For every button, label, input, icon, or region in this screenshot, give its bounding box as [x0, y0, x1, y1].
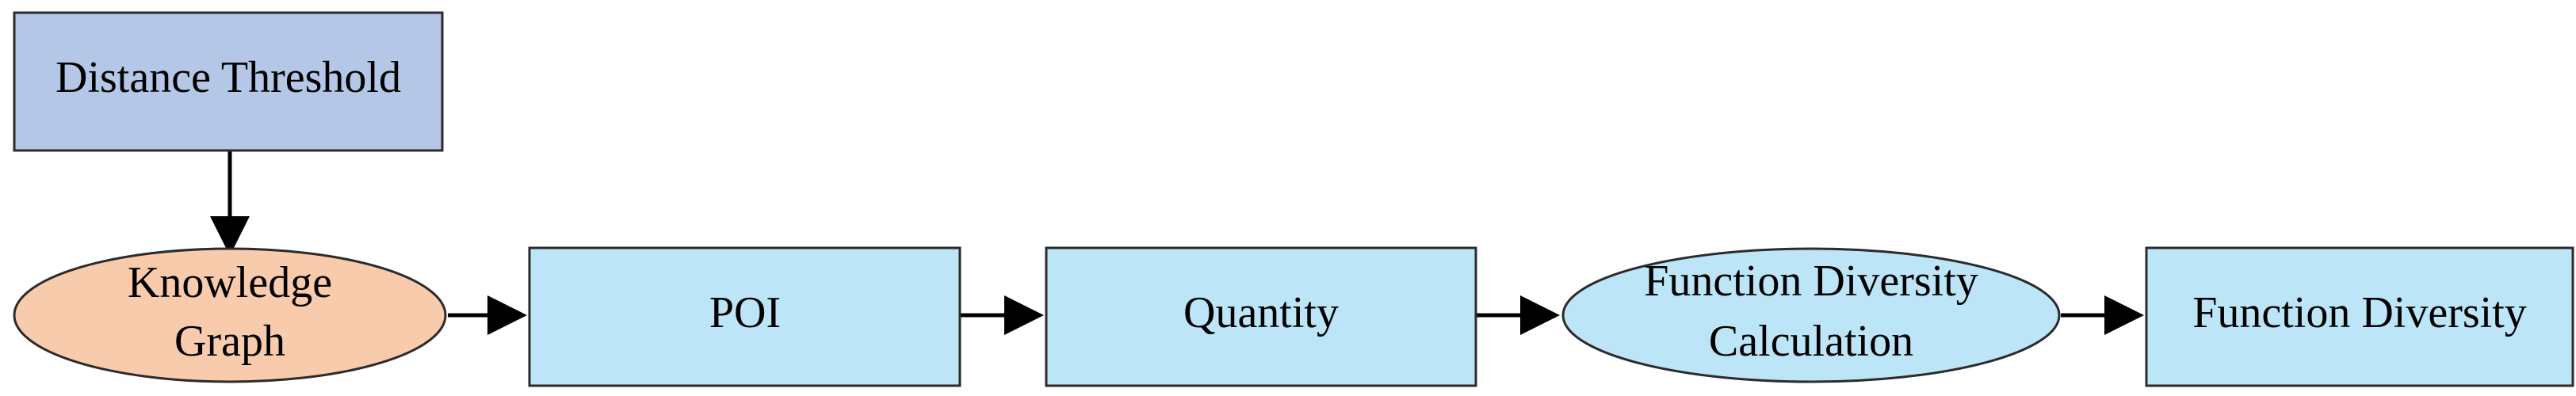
node-calculation-label-line1: Function Diversity — [1644, 257, 1978, 306]
node-function-diversity: Function Diversity — [2145, 246, 2574, 387]
node-function-diversity-calculation: Function Diversity Calculation — [1561, 247, 2061, 383]
node-calculation-label-line2: Calculation — [1709, 317, 1913, 366]
node-distance-threshold-label: Distance Threshold — [55, 53, 401, 102]
node-quantity: Quantity — [1045, 246, 1477, 387]
node-function-diversity-label: Function Diversity — [2192, 288, 2527, 337]
node-knowledge-graph-label-line2: Graph — [174, 317, 285, 366]
node-quantity-label: Quantity — [1183, 288, 1339, 337]
node-distance-threshold: Distance Threshold — [13, 11, 444, 152]
node-knowledge-graph: Knowledge Graph — [13, 247, 447, 383]
node-poi: POI — [528, 246, 961, 387]
node-knowledge-graph-label-line1: Knowledge — [128, 258, 332, 307]
node-poi-label: POI — [709, 288, 781, 337]
